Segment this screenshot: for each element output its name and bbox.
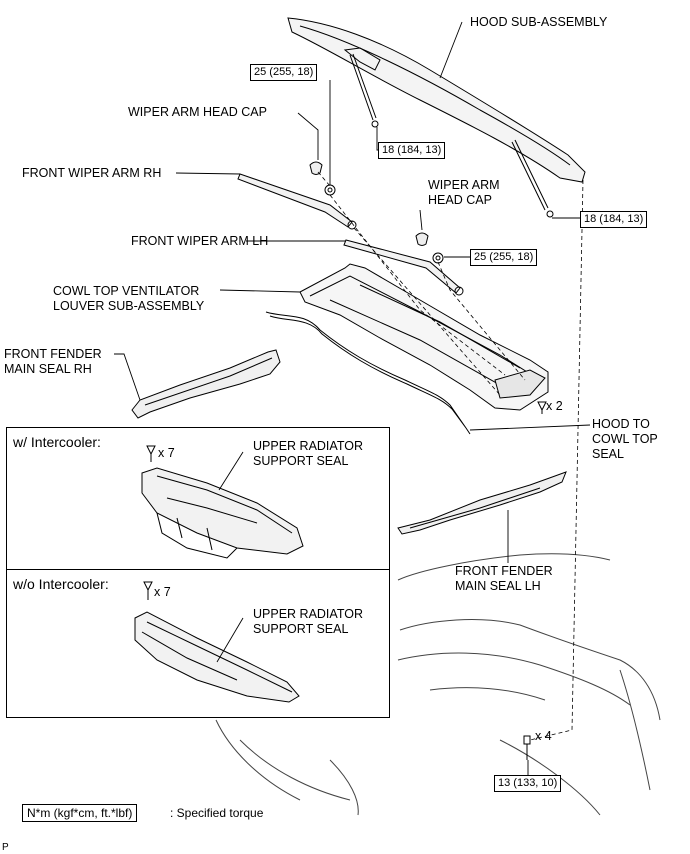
cowl-louver-drawing	[299, 263, 549, 411]
radiator-bolt-drawing	[523, 735, 531, 760]
wiper-cap-lh-drawing	[415, 232, 429, 246]
label-wiper-arm-head-cap-lh: WIPER ARM HEAD CAP	[428, 178, 500, 207]
hood-cowl-seal-drawing	[265, 311, 471, 435]
panel-title-with-intercooler: w/ Intercooler:	[13, 434, 101, 450]
wiper-arm-rh-drawing	[237, 173, 357, 230]
wiper-arm-lh-drawing	[343, 239, 464, 296]
label-front-fender-seal-lh: FRONT FENDER MAIN SEAL LH	[455, 564, 553, 593]
qty-radiator-bolts: x 4	[535, 729, 552, 743]
qty-cowl-clips: x 2	[546, 399, 563, 413]
panel-without-intercooler: w/o Intercooler: x 7 UPPER RADIATOR SUPP…	[6, 569, 390, 718]
torque-spec-3: 18 (184, 13)	[580, 211, 648, 228]
nut-drawing-2	[432, 252, 444, 264]
legend-description: : Specified torque	[170, 806, 264, 820]
radiator-seal-no-intercooler-drawing	[134, 581, 300, 703]
fender-seal-lh-drawing	[397, 471, 567, 535]
torque-spec-1: 25 (255, 18)	[250, 64, 318, 81]
qty-no-intercooler-clips: x 7	[154, 585, 171, 599]
panel-title-without-intercooler: w/o Intercooler:	[13, 576, 109, 592]
fender-seal-rh-drawing	[131, 349, 281, 419]
vehicle-body-outline	[215, 553, 661, 816]
qty-intercooler-clips: x 7	[158, 446, 175, 460]
torque-spec-4: 25 (255, 18)	[470, 249, 538, 266]
dashed-alignment-lines	[317, 171, 584, 741]
cowl-clip-drawing	[537, 401, 547, 414]
label-front-wiper-arm-rh: FRONT WIPER ARM RH	[22, 166, 162, 180]
label-hood-to-cowl-top-seal: HOOD TO COWL TOP SEAL	[592, 417, 658, 461]
torque-spec-2: 18 (184, 13)	[378, 142, 446, 159]
label-upper-radiator-support-seal-1: UPPER RADIATOR SUPPORT SEAL	[253, 439, 363, 468]
leader-lines	[114, 21, 591, 775]
legend-unit-box: N*m (kgf*cm, ft.*lbf)	[22, 804, 138, 822]
hood-sub-assembly-drawing	[287, 17, 586, 218]
nut-drawing-1	[324, 184, 336, 196]
label-hood-sub-assembly: HOOD SUB-ASSEMBLY	[470, 15, 608, 29]
label-cowl-louver: COWL TOP VENTILATOR LOUVER SUB-ASSEMBLY	[53, 284, 205, 313]
corner-mark: P	[2, 842, 9, 853]
label-front-wiper-arm-lh: FRONT WIPER ARM LH	[131, 234, 269, 248]
radiator-seal-intercooler-drawing	[141, 445, 304, 559]
label-front-fender-seal-rh: FRONT FENDER MAIN SEAL RH	[4, 347, 102, 376]
torque-spec-5: 13 (133, 10)	[494, 775, 562, 792]
label-wiper-arm-head-cap-rh: WIPER ARM HEAD CAP	[128, 105, 267, 119]
label-upper-radiator-support-seal-2: UPPER RADIATOR SUPPORT SEAL	[253, 607, 363, 636]
wiper-cap-rh-drawing	[309, 161, 323, 175]
panel-with-intercooler: w/ Intercooler: x 7 UPPER RADIATOR SUPPO…	[6, 427, 390, 570]
